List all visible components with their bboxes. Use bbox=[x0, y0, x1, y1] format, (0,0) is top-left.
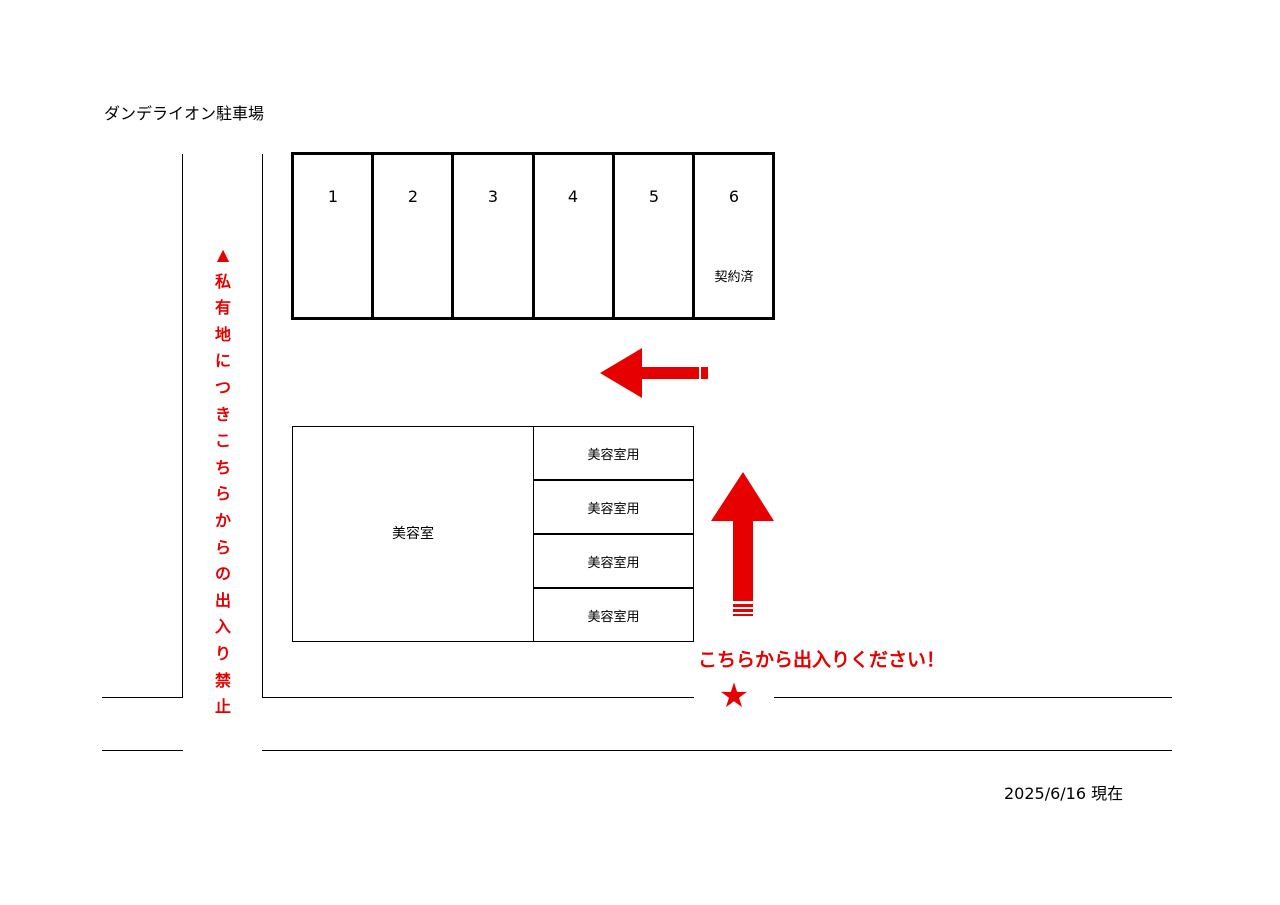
salon-parking-space: 美容室用 bbox=[533, 426, 694, 480]
arrow-up-icon bbox=[711, 472, 774, 616]
salon-parking-space: 美容室用 bbox=[533, 480, 694, 534]
notice-char: こ bbox=[214, 431, 231, 451]
parking-stall-5: 5 bbox=[614, 153, 694, 319]
salon-label: 美容室 bbox=[392, 526, 434, 542]
notice-char: 有 bbox=[214, 298, 231, 318]
stall-number: 2 bbox=[407, 187, 419, 206]
road-edge-left-upper bbox=[102, 697, 183, 698]
stall-number: 4 bbox=[567, 187, 579, 206]
stall-divider bbox=[451, 152, 454, 320]
star-icon: ★ bbox=[718, 676, 750, 716]
entrance-instruction: こちらから出入りください！ bbox=[698, 649, 946, 671]
notice-char: 私 bbox=[214, 271, 231, 291]
notice-char: ち bbox=[214, 457, 231, 477]
road-edge-right-upper bbox=[774, 697, 1172, 698]
salon-parking-space: 美容室用 bbox=[533, 588, 694, 642]
notice-char: か bbox=[214, 510, 231, 530]
notice-char: つ bbox=[214, 377, 231, 397]
notice-char: 出 bbox=[214, 590, 231, 610]
salon-space-label: 美容室用 bbox=[587, 556, 640, 571]
salon-parking-space: 美容室用 bbox=[533, 534, 694, 588]
warning-triangle-icon: ▲ bbox=[216, 245, 230, 264]
left-road-line-inner bbox=[262, 154, 263, 698]
arrow-left-icon bbox=[600, 348, 708, 398]
notice-char: 禁 bbox=[214, 670, 231, 690]
notice-char: 入 bbox=[214, 617, 231, 637]
salon-space-label: 美容室用 bbox=[587, 610, 640, 625]
stall-note: 契約済 bbox=[714, 270, 754, 285]
stall-divider bbox=[371, 152, 374, 320]
stall-divider bbox=[612, 152, 615, 320]
parking-stall-6: 6 契約済 bbox=[694, 153, 774, 319]
stall-divider bbox=[532, 152, 535, 320]
notice-char: ら bbox=[214, 537, 231, 557]
salon-space-label: 美容室用 bbox=[587, 502, 640, 517]
stall-number: 1 bbox=[327, 187, 339, 206]
no-entry-notice: ▲ 私 有 地 に つ き こ ち ら か ら の 出 入 り 禁 止 bbox=[210, 242, 236, 721]
parking-stall-2: 2 bbox=[373, 153, 453, 319]
salon-space-label: 美容室用 bbox=[587, 448, 640, 463]
road-edge-middle-upper bbox=[262, 697, 694, 698]
stall-number: 6 bbox=[728, 187, 740, 206]
notice-char: き bbox=[214, 404, 231, 424]
stall-divider bbox=[692, 152, 695, 320]
notice-char: ら bbox=[214, 484, 231, 504]
parking-stall-4: 4 bbox=[533, 153, 613, 319]
parking-stall-3: 3 bbox=[453, 153, 533, 319]
road-edge-right-lower bbox=[262, 750, 1172, 751]
notice-char: の bbox=[214, 564, 231, 584]
parking-stall-1: 1 bbox=[293, 153, 373, 319]
notice-char: 止 bbox=[214, 697, 231, 717]
date-stamp: 2025/6/16 現在 bbox=[1004, 784, 1124, 803]
notice-char: に bbox=[214, 351, 231, 371]
stall-number: 3 bbox=[487, 187, 499, 206]
notice-char: 地 bbox=[214, 324, 231, 344]
map-title: ダンデライオン駐車場 bbox=[104, 104, 265, 123]
road-edge-left-lower bbox=[102, 750, 183, 751]
left-road-line-outer bbox=[182, 154, 183, 698]
notice-char: り bbox=[214, 643, 231, 663]
stall-number: 5 bbox=[648, 187, 660, 206]
